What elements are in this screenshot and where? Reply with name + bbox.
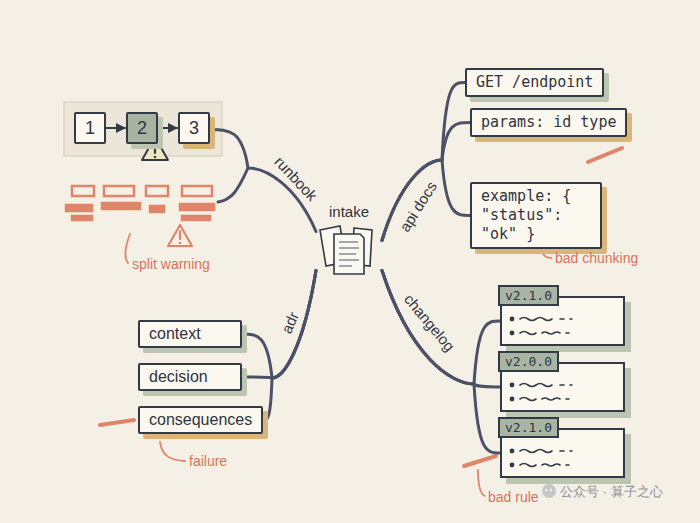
branch-label: adr [277, 306, 304, 338]
step-box: 1 [74, 112, 106, 144]
connector [382, 160, 470, 241]
watermark: 公众号 · 算子之心 [560, 483, 663, 501]
branch-label: changelog [399, 288, 460, 357]
example-box: example: { "status": "ok" } [470, 182, 602, 249]
node-text: intake [316, 203, 382, 220]
callout-note: bad chunking [555, 250, 638, 266]
leader-line [125, 234, 130, 263]
version-tag: v2.1.0 [498, 285, 559, 306]
version-card: v2.0.0 [500, 362, 625, 412]
icon-wrap [316, 222, 382, 278]
leader-line [478, 470, 485, 496]
adr-box: context [138, 320, 242, 348]
callout-note: split warning [132, 256, 210, 272]
node-text: consequences [149, 411, 252, 429]
node-text: context [149, 325, 231, 343]
error-slash [588, 148, 622, 162]
watermark-icon [542, 484, 556, 498]
callout-note: bad rule [488, 489, 539, 505]
connector [382, 271, 500, 385]
endpoint-box: GET /endpoint [465, 68, 604, 97]
connector [382, 271, 500, 454]
error-slash [100, 420, 134, 425]
connector [158, 127, 177, 129]
connector [382, 123, 470, 241]
document-icon [316, 222, 382, 278]
intake-hub: intake [316, 203, 382, 278]
version-card: v2.1.0 [500, 296, 625, 346]
adr-box: consequences [138, 406, 263, 434]
connector [106, 127, 125, 129]
step-box: 2 [126, 112, 158, 144]
runbook-group-shade [64, 102, 222, 156]
node-text: 1 [76, 114, 104, 142]
node-text: params: id type [481, 113, 616, 132]
node-text: decision [149, 368, 231, 386]
connector [263, 271, 316, 421]
connector [382, 83, 465, 241]
node-text: 2 [128, 114, 156, 142]
node-text: example: { "status": "ok" } [481, 187, 591, 244]
version-card: v2.1.0 [500, 428, 625, 478]
adr-box: decision [138, 363, 242, 391]
branch-label: api docs [394, 175, 441, 236]
node-text: GET /endpoint [476, 73, 593, 92]
node-text: 3 [180, 114, 208, 142]
branch-label: runbook [269, 150, 323, 206]
step-box: 3 [178, 112, 210, 144]
callout-note: failure [189, 453, 227, 469]
leader-line [160, 442, 185, 461]
version-tag: v2.1.0 [498, 417, 559, 438]
split-chunks [66, 186, 214, 220]
version-tag: v2.0.0 [498, 351, 559, 372]
split-branch [218, 168, 248, 202]
params-box: params: id type [470, 108, 627, 137]
warning-triangle-salmon [168, 225, 192, 246]
error-slash [464, 456, 496, 466]
